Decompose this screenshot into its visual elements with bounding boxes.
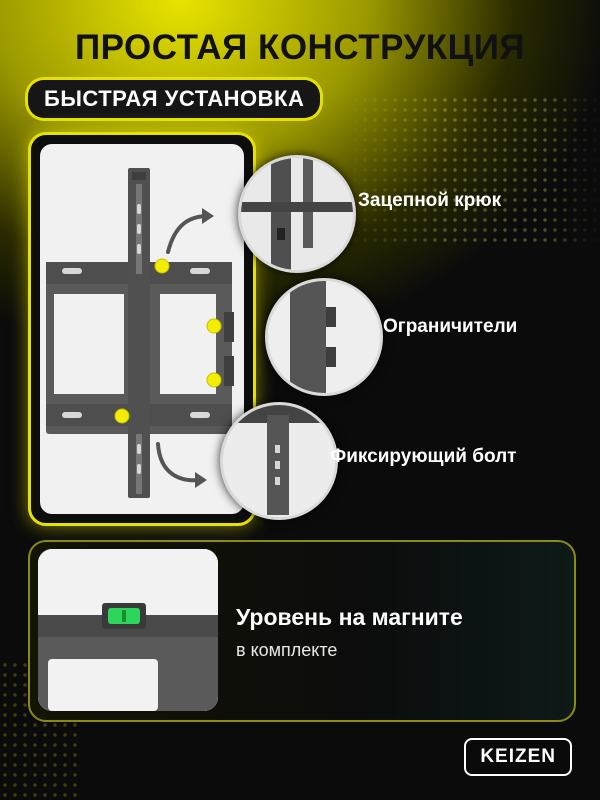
- magnetic-level-card: Уровень на магните в комплекте: [28, 540, 576, 722]
- limiter-detail-icon: [265, 278, 383, 396]
- feature-label-bolt: Фиксирующий болт: [330, 446, 517, 467]
- hook-detail-icon: [238, 155, 356, 273]
- bracket-photo: [40, 144, 244, 514]
- feature-label-limiter: Ограничители: [383, 316, 518, 337]
- page-title: ПРОСТАЯ КОНСТРУКЦИЯ: [74, 28, 526, 67]
- decorative-dot-pattern: [340, 95, 600, 245]
- page-subtitle-badge: БЫСТРАЯ УСТАНОВКА: [28, 80, 321, 118]
- spirit-level-icon: [38, 549, 218, 711]
- brand-logo: KEIZEN: [464, 738, 572, 776]
- tv-bracket-illustration: [46, 168, 234, 498]
- bolt-detail-icon: [220, 402, 338, 520]
- feature-label-hook: Зацепной крюк: [358, 190, 502, 211]
- level-photo: [38, 549, 218, 711]
- level-subtitle: в комплекте: [236, 640, 338, 660]
- bracket-photo-frame: [28, 132, 256, 526]
- level-title: Уровень на магните: [236, 604, 463, 630]
